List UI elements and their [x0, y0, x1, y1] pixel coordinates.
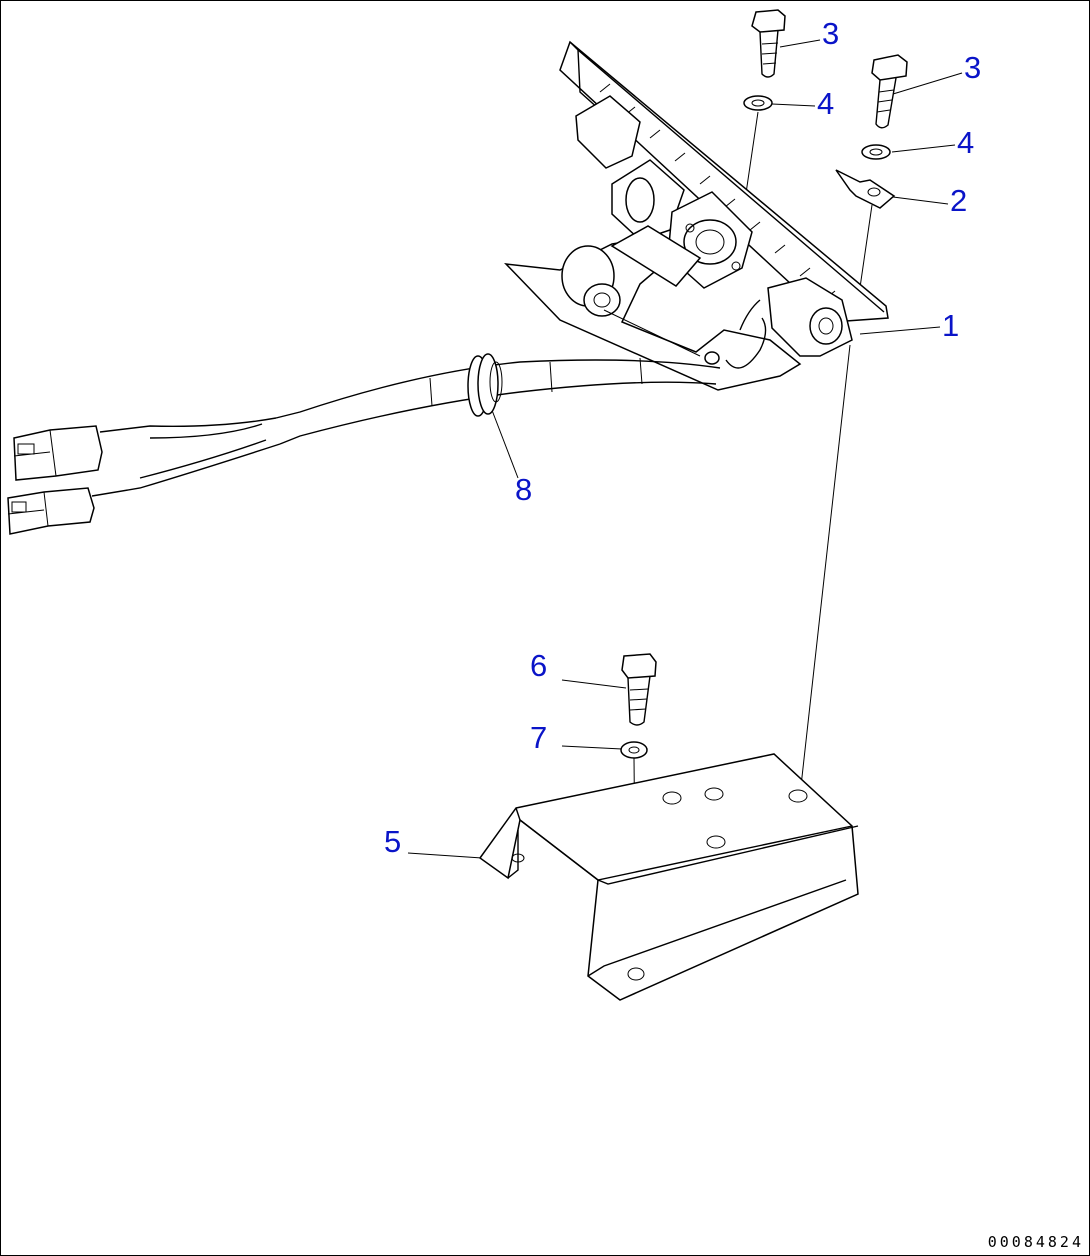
washer-7: [620, 741, 648, 759]
bolt-3-left: [751, 9, 786, 78]
callout-8: 8: [515, 472, 533, 507]
pedal-assembly-1: [504, 40, 889, 391]
bracket-5: [478, 753, 859, 1001]
wiring-harness: [91, 357, 721, 497]
callout-4-right: 4: [957, 125, 975, 160]
callout-4-left: 4: [817, 86, 835, 121]
callout-3-top-right: 3: [964, 50, 982, 85]
washer-4-right: [861, 144, 891, 160]
callout-1: 1: [942, 308, 960, 343]
connector-upper: [13, 425, 103, 481]
grommet-8: [467, 353, 503, 417]
callout-3-top-left: 3: [822, 16, 840, 51]
bolt-3-right: [871, 54, 908, 129]
callout-5: 5: [384, 824, 402, 859]
callout-7: 7: [530, 720, 548, 755]
clip-2: [835, 169, 896, 209]
washer-4-left: [743, 95, 773, 111]
drawing-number: 00084824: [987, 1233, 1084, 1251]
callout-6: 6: [530, 648, 548, 683]
callout-2: 2: [950, 183, 968, 218]
bolt-6: [621, 653, 657, 726]
connector-lower: [7, 487, 95, 535]
